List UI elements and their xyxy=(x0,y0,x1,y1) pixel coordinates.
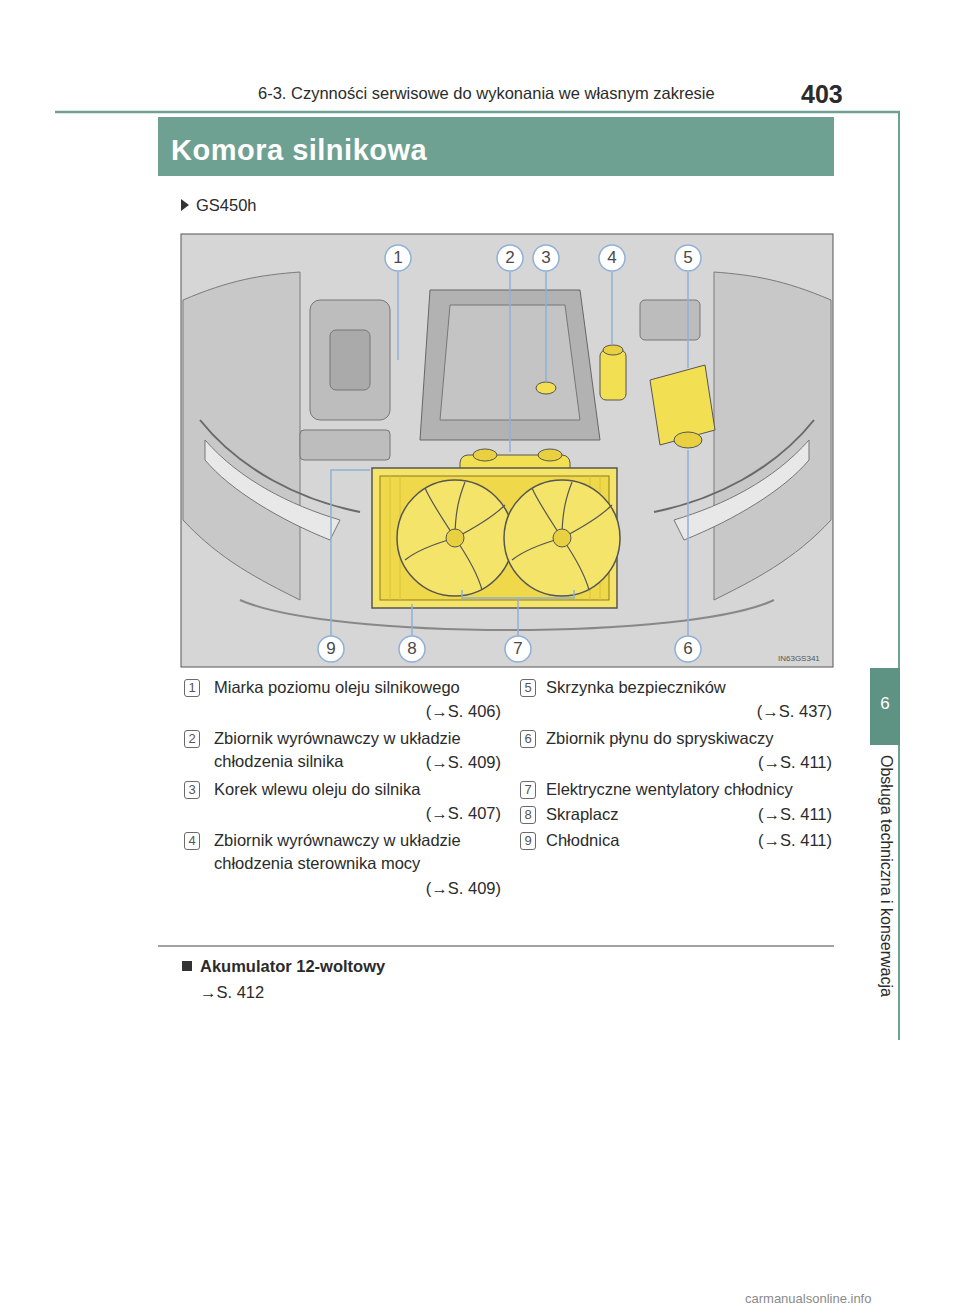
item-text: Zbiornik wyrównawczy w układzie chłodzen… xyxy=(214,829,506,876)
section-title: Komora silnikowa xyxy=(171,130,427,171)
side-rule xyxy=(898,112,900,1040)
callout-number: 7 xyxy=(506,637,530,661)
page-reference: (→S. 407) xyxy=(426,802,501,825)
bullet-triangle xyxy=(181,199,189,211)
callout-number: 1 xyxy=(386,246,410,270)
item-number: 1 xyxy=(184,679,200,697)
item-number: 6 xyxy=(520,730,536,748)
page-reference: (→S. 409) xyxy=(426,877,501,900)
callout-number: 4 xyxy=(600,246,624,270)
engine-illustration xyxy=(181,234,833,667)
chapter-title: Obsługa techniczna i konserwacja xyxy=(874,755,897,997)
bullet-square xyxy=(182,961,192,971)
item-text: Skraplacz xyxy=(546,803,618,826)
note-heading: Akumulator 12-woltowy xyxy=(200,955,385,978)
item-number: 7 xyxy=(520,781,536,799)
header-rule xyxy=(55,111,900,114)
running-header: 6-3. Czynności serwisowe do wykonania we… xyxy=(258,82,715,105)
page-reference: (→S. 409) xyxy=(426,751,501,774)
item-number: 4 xyxy=(184,832,200,850)
page-reference: (→S. 411) xyxy=(758,829,832,852)
item-number: 2 xyxy=(184,730,200,748)
page-reference: (→S. 437) xyxy=(757,700,832,723)
item-text: Skrzynka bezpieczników xyxy=(546,676,832,699)
page-reference: (→S. 411) xyxy=(758,751,832,774)
item-text: Miarka poziomu oleju silnikowego xyxy=(214,676,506,699)
item-text: Elektryczne wentylatory chłodnicy xyxy=(546,778,836,801)
item-number: 5 xyxy=(520,679,536,697)
item-number: 9 xyxy=(520,832,536,850)
item-number: 8 xyxy=(520,806,536,824)
callout-number: 5 xyxy=(676,246,700,270)
item-number: 3 xyxy=(184,781,200,799)
callout-number: 6 xyxy=(676,637,700,661)
item-text: Chłodnica xyxy=(546,829,619,852)
callout-number: 8 xyxy=(400,637,424,661)
page-reference: →S. 412 xyxy=(200,981,264,1004)
callout-number: 2 xyxy=(498,246,522,270)
callout-number: 9 xyxy=(319,637,343,661)
item-text: Korek wlewu oleju do silnika xyxy=(214,778,506,801)
model-name: GS450h xyxy=(196,194,257,217)
item-text: Zbiornik płynu do spryskiwaczy xyxy=(546,727,832,750)
chapter-number: 6 xyxy=(870,692,900,716)
watermark: carmanualsonline.info xyxy=(745,1290,871,1308)
title-band xyxy=(158,117,834,176)
page-number: 403 xyxy=(801,77,843,113)
callout-number: 3 xyxy=(534,246,558,270)
chapter-tab xyxy=(870,668,900,745)
page-reference: (→S. 411) xyxy=(758,803,832,826)
page-reference: (→S. 406) xyxy=(426,700,501,723)
separator-rule xyxy=(158,946,834,947)
image-code: IN63GS341 xyxy=(778,653,820,664)
